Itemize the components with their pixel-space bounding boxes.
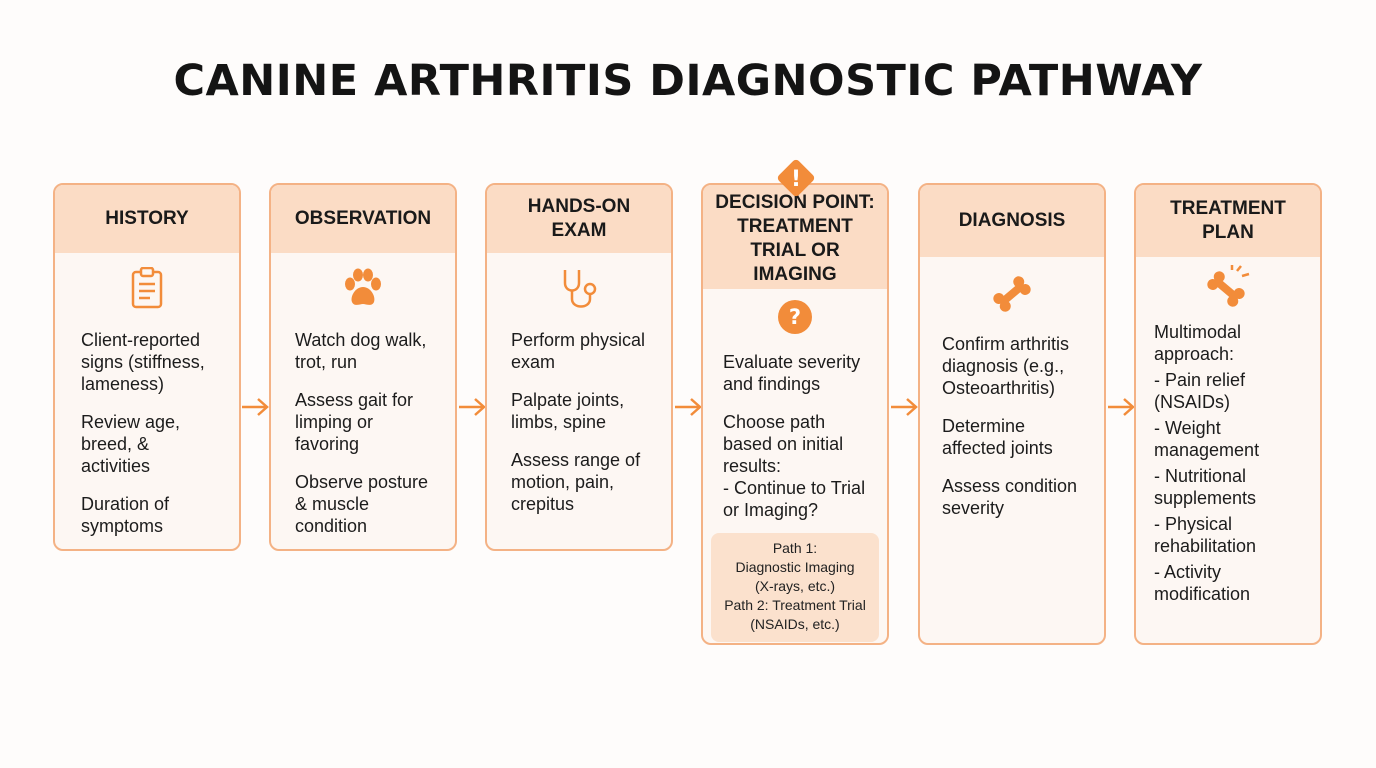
arrow-right-icon	[242, 398, 269, 416]
step-item: Observe posture & muscle condition	[295, 472, 429, 536]
step-item: - Weight management	[1154, 418, 1260, 460]
step-header: DECISION POINT: TREATMENT TRIAL OR IMAGI…	[703, 185, 887, 289]
step-item: Evaluate severity and findings	[723, 352, 861, 394]
step-card-decision-point: DECISION POINT: TREATMENT TRIAL OR IMAGI…	[701, 183, 889, 645]
bone-relief-icon	[1136, 265, 1320, 307]
bone-icon	[920, 271, 1104, 313]
step-header: HANDS-ON EXAM	[487, 185, 671, 253]
step-item: Client-reported signs (stiffness, lamene…	[81, 330, 205, 394]
step-item: - Pain relief (NSAIDs)	[1154, 370, 1246, 412]
path-option: Path 2: Treatment Trial (NSAIDs, etc.)	[724, 597, 866, 632]
step-card-treatment-plan: TREATMENT PLAN Multimodal approach: - Pa…	[1134, 183, 1322, 645]
step-item: Determine affected joints	[942, 416, 1053, 458]
step-header: TREATMENT PLAN	[1136, 185, 1320, 257]
step-item: Assess condition severity	[942, 476, 1078, 518]
arrow-right-icon	[891, 398, 918, 416]
arrow-right-icon	[675, 398, 702, 416]
stethoscope-icon	[487, 267, 671, 309]
svg-text:!: !	[791, 167, 801, 192]
step-header: DIAGNOSIS	[920, 185, 1104, 257]
arrow-right-icon	[459, 398, 486, 416]
page-title: CANINE ARTHRITIS DIAGNOSTIC PATHWAY	[173, 56, 1203, 106]
path-options-box: Path 1: Diagnostic Imaging (X-rays, etc.…	[711, 533, 879, 642]
step-card-observation: OBSERVATION Watch dog walk, trot, run As…	[269, 183, 457, 551]
step-item: Watch dog walk, trot, run	[295, 330, 427, 372]
paw-icon	[271, 267, 455, 309]
step-item: - Nutritional supplements	[1154, 466, 1257, 508]
path-option: Path 1: Diagnostic Imaging (X-rays, etc.…	[735, 540, 855, 594]
clipboard-icon	[55, 267, 239, 309]
step-item: Confirm arthritis diagnosis (e.g., Osteo…	[942, 334, 1070, 398]
step-item: - Physical rehabilitation	[1154, 514, 1257, 556]
step-item: Multimodal approach:	[1154, 322, 1242, 364]
svg-text:?: ?	[789, 305, 801, 329]
warning-icon: !	[777, 159, 815, 197]
step-item: Palpate joints, limbs, spine	[511, 390, 625, 432]
step-item: Perform physical exam	[511, 330, 646, 372]
step-item: Assess gait for limping or favoring	[295, 390, 414, 454]
step-header: OBSERVATION	[271, 185, 455, 253]
step-item: Choose path based on initial results: - …	[723, 412, 866, 520]
step-header: HISTORY	[55, 185, 239, 253]
step-card-diagnosis: DIAGNOSIS Confirm arthritis diagnosis (e…	[918, 183, 1106, 645]
step-item: Assess range of motion, pain, crepitus	[511, 450, 641, 514]
step-item: - Activity modification	[1154, 562, 1251, 604]
arrow-right-icon	[1108, 398, 1135, 416]
step-item: Duration of symptoms	[81, 494, 170, 536]
step-card-history: HISTORY Client-reported signs (stiffness…	[53, 183, 241, 551]
step-item: Review age, breed, & activities	[81, 412, 181, 476]
question-icon: ?	[703, 299, 887, 335]
step-card-hands-on-exam: HANDS-ON EXAM Perform physical exam Palp…	[485, 183, 673, 551]
